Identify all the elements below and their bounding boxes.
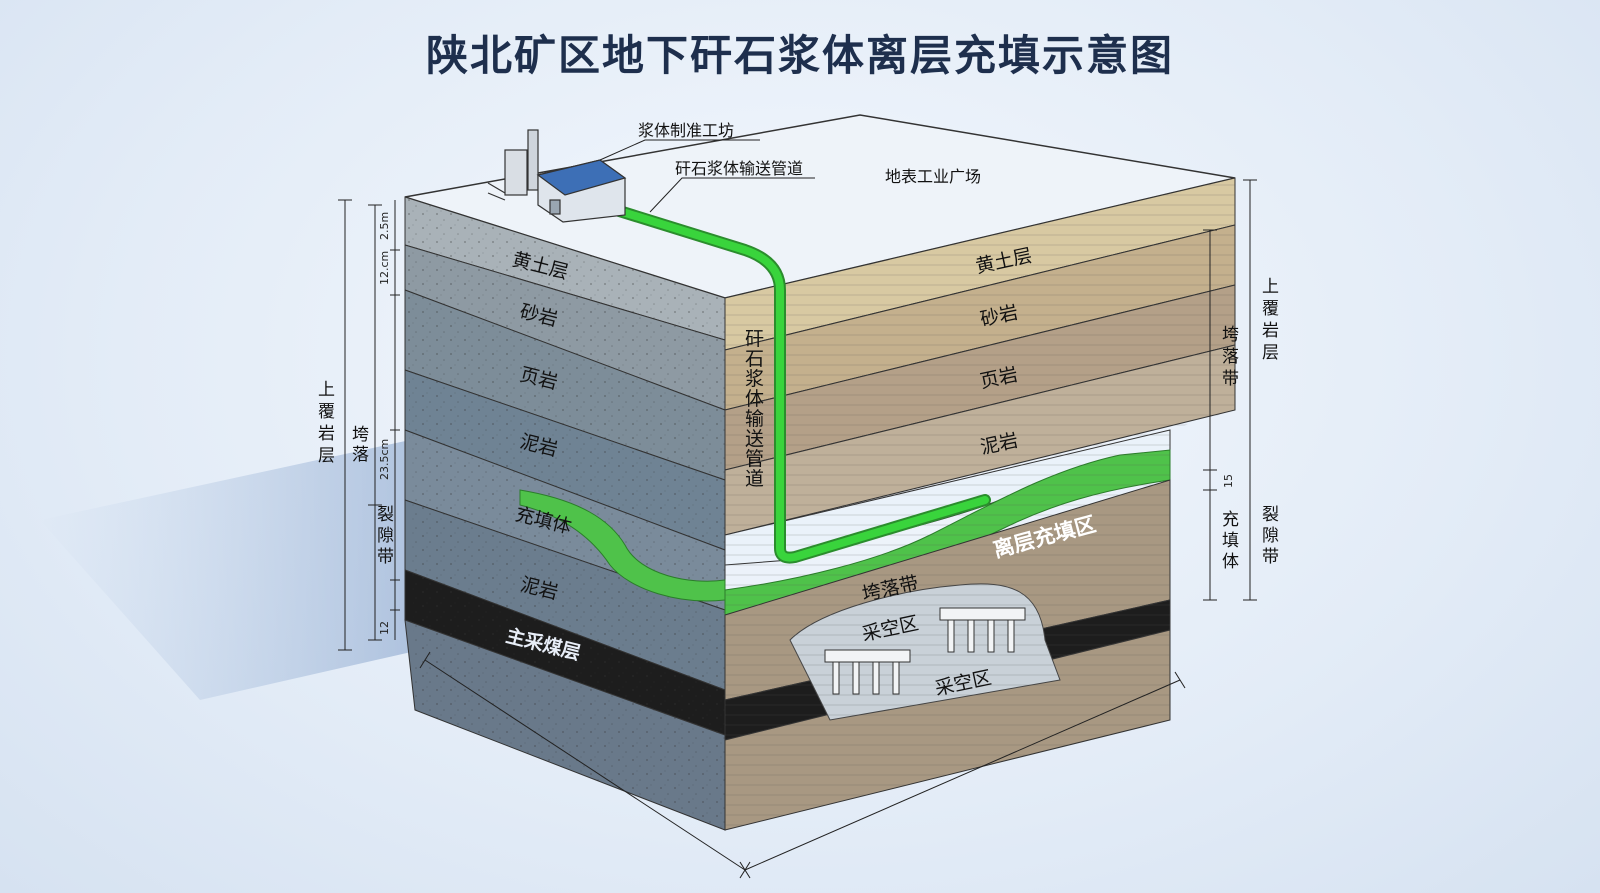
pipeline-label: 矸石浆体输送管道 bbox=[675, 159, 803, 178]
left-dim-4: 12 bbox=[378, 621, 391, 635]
bottom-dimensions bbox=[419, 651, 1186, 879]
right-dimensions bbox=[1203, 179, 1257, 601]
plant-label: 浆体制准工坊 bbox=[638, 121, 734, 140]
vertical-pipe-text: 矸石浆体输送管道 bbox=[745, 328, 764, 490]
left-face bbox=[404, 196, 726, 831]
surface-label: 地表工业广场 bbox=[885, 167, 981, 186]
right-fill-label: 充填体 bbox=[1222, 510, 1239, 572]
pipeline-leader bbox=[649, 177, 815, 213]
slurry-plant bbox=[487, 129, 627, 223]
left-dim-2: 12.cm bbox=[378, 251, 391, 285]
left-dim-3: 23.5cm bbox=[378, 439, 391, 480]
left-caving-label: 垮落 bbox=[352, 425, 369, 465]
right-dim: 15 bbox=[1222, 474, 1235, 488]
left-overburden-label: 上覆岩层 bbox=[318, 380, 335, 466]
vertical-pipe-label: 矸石浆体输送管道 bbox=[745, 328, 764, 490]
left-fracture-label: 裂隙带 bbox=[377, 505, 394, 567]
right-overburden-label: 上覆岩层 bbox=[1262, 277, 1279, 363]
right-fracture-label: 裂隙带 bbox=[1262, 505, 1279, 567]
left-vertical-labels: 上覆岩层 垮落 裂隙带 bbox=[318, 380, 394, 567]
plant-leader bbox=[599, 139, 760, 161]
hydraulic-support-2 bbox=[824, 649, 911, 695]
block-shadow bbox=[40, 440, 420, 700]
left-dim-1: 2.5m bbox=[378, 212, 391, 240]
hydraulic-support-1 bbox=[939, 607, 1026, 653]
diagram-title: 陕北矿区地下矸石浆体离层充填示意图 bbox=[425, 31, 1174, 80]
left-dimensions bbox=[338, 199, 400, 651]
right-caving-label: 垮落带 bbox=[1222, 325, 1239, 389]
right-vertical-labels: 上覆岩层 垮落带 充填体 裂隙带 bbox=[1222, 277, 1279, 572]
